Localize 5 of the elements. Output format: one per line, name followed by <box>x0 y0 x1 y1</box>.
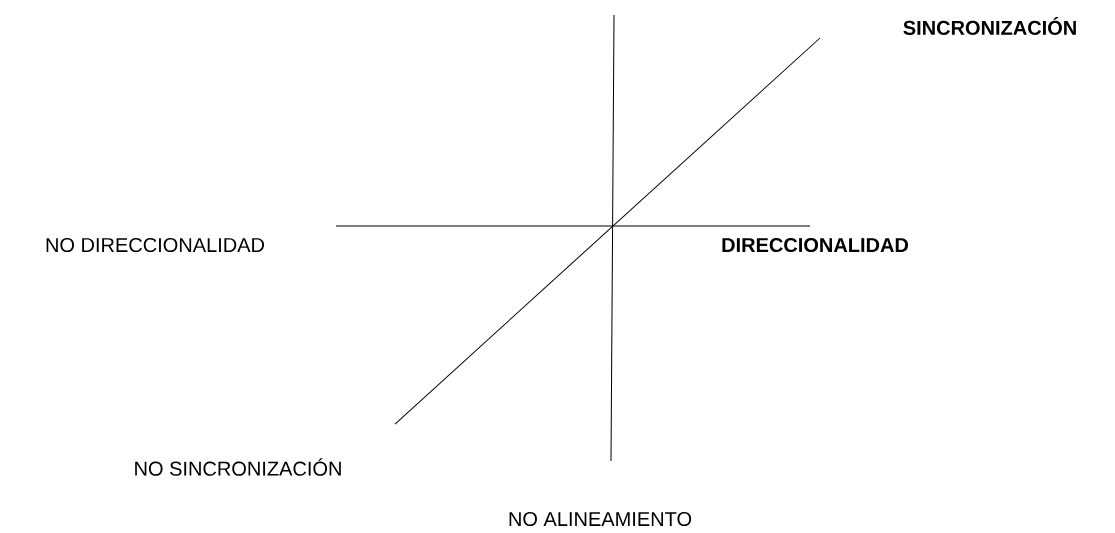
axis-label: NO DIRECCIONALIDAD <box>46 237 265 253</box>
axis-label: SINCRONIZACIÓN <box>903 17 1076 35</box>
axis-label: NO SINCRONIZACIÓN <box>135 458 341 476</box>
axis-label: DIRECCIONALIDAD <box>722 237 909 253</box>
axis-label: NO ALINEAMIENTO <box>509 511 692 527</box>
